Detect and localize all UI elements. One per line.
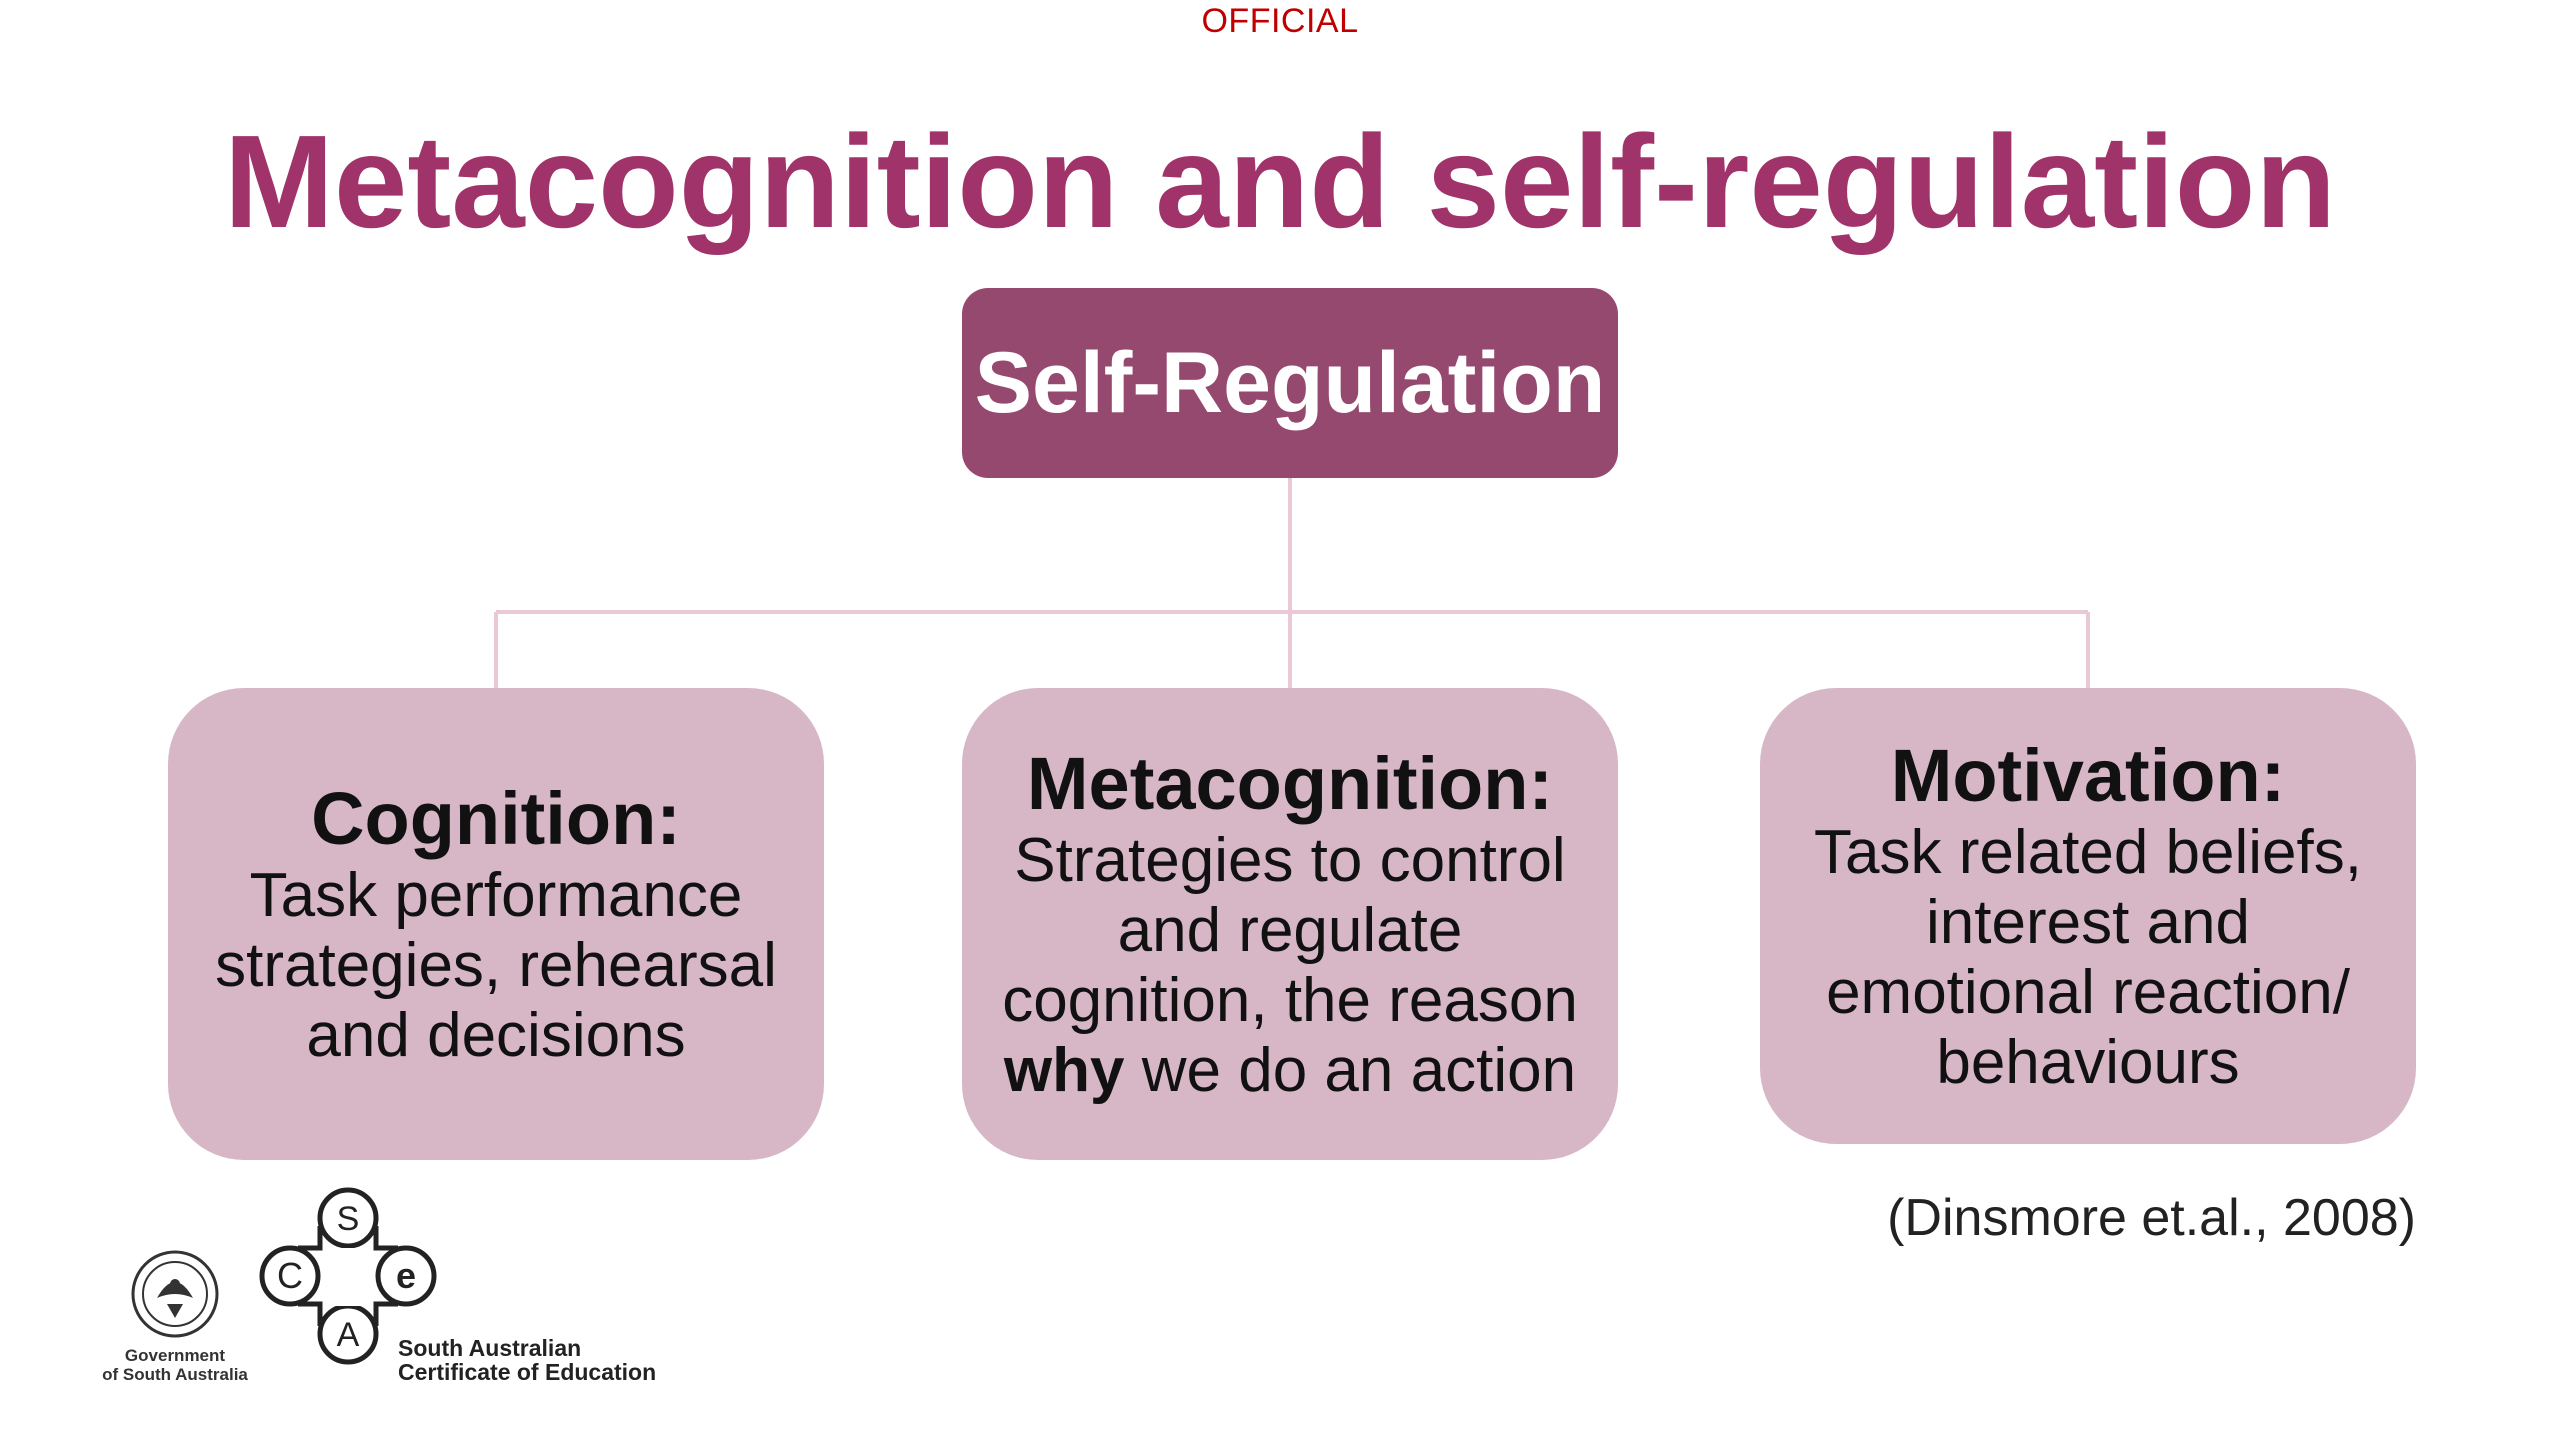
motivation-node: Motivation: Task related beliefs, intere… [1760,688,2416,1144]
classification-label: OFFICIAL [1201,2,1359,40]
metacognition-text-end: we do an action [1141,1036,1577,1105]
citation: (Dinsmore et.al., 2008) [1887,1189,2416,1247]
cognition-node: Cognition: Task performance strategies, … [168,688,824,1160]
metacognition-node: Metacognition: Strategies to control and… [962,688,1618,1160]
cognition-heading: Cognition: [311,777,681,860]
sace-letter-a: A [337,1316,360,1354]
metacognition-text-main: Strategies to control and regulate cogni… [1002,826,1578,1035]
government-of-sa-logo: Government of South Australia [80,1246,270,1386]
self-regulation-label: Self-Regulation [974,334,1606,431]
metacognition-heading: Metacognition: [1026,742,1554,825]
sace-text-line2: Certificate of Education [398,1359,657,1385]
gov-logo-line1: Government [124,1346,226,1365]
sace-text-line1: South Australian [398,1335,582,1361]
metacognition-text-emphasis: why [1003,1036,1125,1105]
crest-icon [131,1250,219,1338]
motivation-heading: Motivation: [1890,734,2286,817]
gov-logo-line2: of South Australia [102,1365,248,1384]
metacognition-text: Strategies to control and regulate cogni… [986,826,1594,1106]
self-regulation-node: Self-Regulation [962,288,1618,478]
sace-logo-icon: S C e A [259,1187,437,1365]
motivation-text: Task related beliefs, interest and emoti… [1814,818,2362,1097]
sace-wordmark: South Australian Certificate of Educatio… [398,1336,656,1384]
sace-letter-c: C [277,1255,303,1296]
cognition-text: Task performance strategies, rehearsal a… [215,861,777,1070]
sace-letter-e: e [396,1255,416,1296]
footer-logos: Government of South Australia S C e A So… [80,1186,680,1396]
slide-title: Metacognition and self-regulation [223,108,2337,255]
sace-letter-s: S [337,1200,360,1238]
